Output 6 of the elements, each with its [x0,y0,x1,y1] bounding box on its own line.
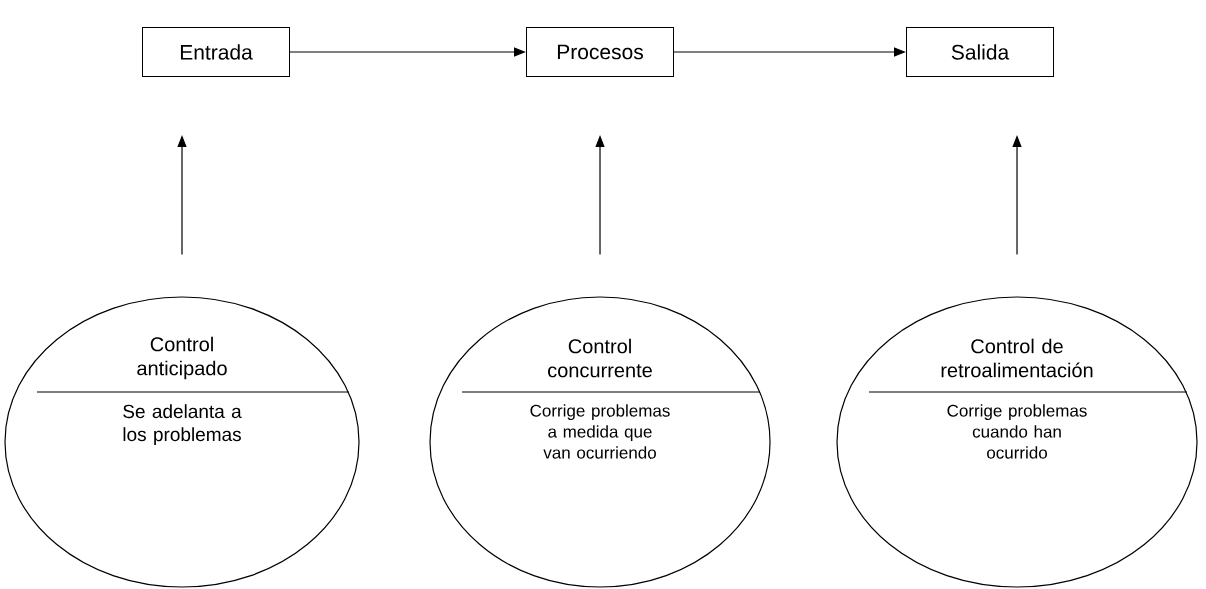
process-box: Procesos [526,27,674,77]
ellipse-node: Control concurrente Corrige problemas a medida que van ocurriendo [429,296,771,588]
ellipse-node: Control anticipado Se adelanta a los problemas [4,296,360,588]
ellipse-node: Control de retroalimentación Corrige problemas cuando han ocurrido [836,296,1198,588]
process-box: Entrada [142,27,290,77]
process-box: Salida [906,27,1054,77]
